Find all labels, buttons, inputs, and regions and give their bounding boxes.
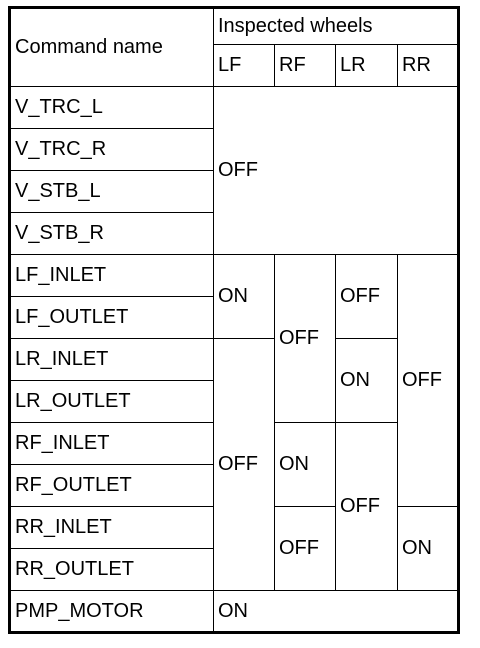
header-wheel-rf: RF [274,44,336,87]
value-lr-valves-lr: ON [335,338,398,423]
command-lf-inlet: LF_INLET [9,254,214,297]
value-rf-rr-valves-lr: OFF [335,422,398,591]
value-lf-valves-lr: OFF [335,254,398,339]
command-lr-outlet: LR_OUTLET [9,380,214,423]
command-v-stb-r: V_STB_R [9,212,214,255]
command-rr-outlet: RR_OUTLET [9,548,214,591]
value-v-group-all: OFF [212,86,460,255]
value-lf-to-rf-valves-rr: OFF [396,254,460,507]
value-rr-valves-rf: OFF [274,506,336,591]
command-lr-inlet: LR_INLET [9,338,214,381]
header-command-name: Command name [9,7,214,87]
value-lr-to-rr-valves-lf: OFF [213,338,275,591]
header-inspected-wheels: Inspected wheels [212,7,460,45]
value-lf-valves-lf: ON [213,254,275,339]
command-v-trc-r: V_TRC_R [9,128,214,171]
inspection-table: Command name Inspected wheels LF RF LR R… [8,6,461,634]
command-v-stb-l: V_STB_L [9,170,214,213]
value-rr-valves-rr: ON [396,506,460,591]
command-rf-outlet: RF_OUTLET [9,464,214,507]
command-pmp-motor: PMP_MOTOR [9,590,214,633]
value-lf-lr-valves-rf: OFF [274,254,336,423]
value-pmp-motor-all: ON [212,590,460,633]
command-v-trc-l: V_TRC_L [9,86,214,129]
header-wheel-lf: LF [213,44,275,87]
header-wheel-rr: RR [396,44,460,87]
command-rf-inlet: RF_INLET [9,422,214,465]
command-rr-inlet: RR_INLET [9,506,214,549]
header-wheel-lr: LR [335,44,398,87]
value-rf-valves-rf: ON [274,422,336,507]
command-lf-outlet: LF_OUTLET [9,296,214,339]
